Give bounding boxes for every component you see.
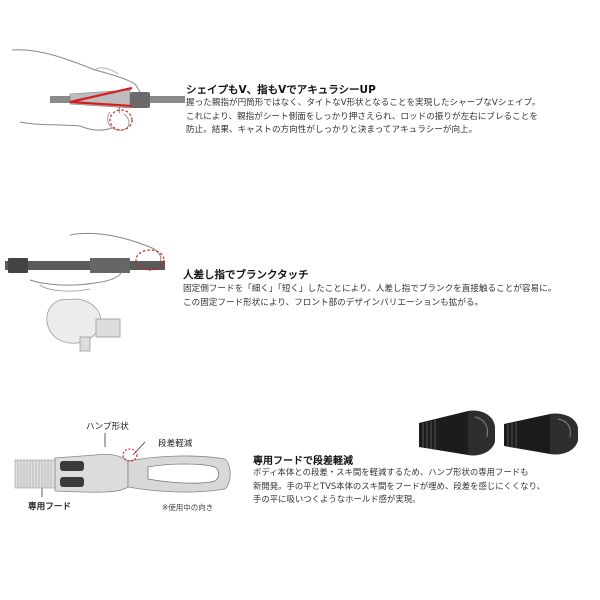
section3-body: ボディ本体との段差・スキ間を軽減するため、ハンプ形状の専用フードも 新開発。手の…: [253, 466, 545, 507]
section1-line: 防止。結果、キャストの方向性がしっかりと決まってアキュラシーが向上。: [186, 125, 478, 135]
usage-direction-note: ※使用中の向き: [162, 503, 214, 512]
section1-body: 握った親指が円筒形ではなく、タイトなV形状となることを実現したシャープなVシェイ…: [186, 97, 540, 138]
label-dedicated-hood: 専用フード: [28, 502, 71, 512]
section3-line: 手の平に吸いつくようなホールド感が実現。: [253, 494, 421, 504]
hood-product-photo-1: [419, 410, 495, 456]
grip-v-shape-illustration: [11, 49, 185, 131]
section2-heading: 人差し指でブランクタッチ: [183, 269, 309, 281]
label-hump-shape: ハンプ形状: [86, 422, 129, 432]
section3-heading: 専用フードで段差軽減: [253, 456, 353, 467]
section1-heading: シェイプもV、指もVでアキュラシーUP: [186, 84, 376, 96]
section1-line: 握った親指が円筒形ではなく、タイトなV形状となることを実現したシャープなVシェイ…: [186, 98, 541, 108]
index-finger-illustration: [5, 232, 165, 352]
section3-line: ボディ本体との段差・スキ間を軽減するため、ハンプ形状の専用フードも: [253, 467, 529, 477]
section1-line: これにより、親指がシート側面をしっかり押さえられ、ロッドの振りが左右にブレること…: [186, 111, 538, 122]
section2-body: 固定側フードを「細く」「短く」したことにより、人差し指でブランクを直接触ることが…: [183, 283, 556, 310]
section2-line: 固定側フードを「細く」「短く」したことにより、人差し指でブランクを直接触ることが…: [183, 284, 557, 294]
section3-line: 新開発。手の平とTVS本体のスキ間をフードが埋め、段差を感じにくくなり、: [253, 480, 546, 491]
hood-diagram-illustration: [14, 433, 231, 497]
section2-line: この固定フード形状により、フロント部のデザインバリエーションも拡がる。: [183, 297, 484, 308]
hood-product-photo-2: [504, 413, 578, 455]
label-step-reduction: 段差軽減: [158, 439, 193, 449]
